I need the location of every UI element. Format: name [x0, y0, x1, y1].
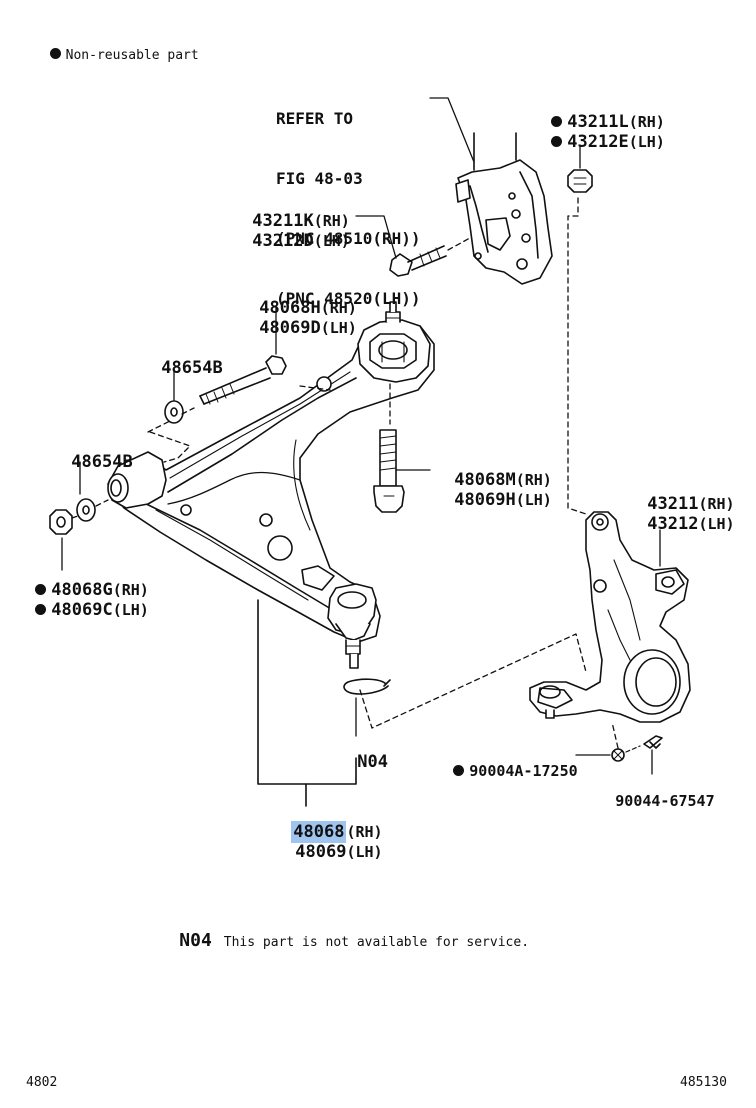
- label-48068M[interactable]: 48068M(RH): [454, 470, 552, 490]
- legend-non-reusable: Non-reusable part: [34, 35, 199, 62]
- lower-arm-drawing: [111, 321, 435, 643]
- non-reusable-dot-icon: [551, 136, 563, 147]
- non-reusable-dot-icon: [453, 765, 465, 776]
- nut-43211L-drawing: [567, 144, 593, 193]
- knuckle-drawing: [529, 511, 691, 723]
- bolt-48068H-drawing: [199, 305, 331, 405]
- label-48069[interactable]: 48069(LH): [295, 842, 383, 862]
- small-bolt-90004A-drawing: [575, 721, 641, 762]
- non-reusable-dot-icon: [35, 584, 47, 595]
- label-N04[interactable]: N04: [357, 752, 388, 772]
- label-48654B-left[interactable]: 48654B: [71, 452, 133, 472]
- bolt-43211K-drawing: [355, 215, 471, 277]
- refer-to-note: REFER TO FIG 48-03 (PNC 48510(RH)) (PNC …: [276, 69, 421, 329]
- label-48068H[interactable]: 48068H(RH): [259, 298, 357, 318]
- clip-90044-drawing: [643, 735, 663, 775]
- label-90044[interactable]: 90044-67547: [615, 792, 715, 810]
- rear-bushing-drawing: [357, 301, 431, 383]
- bolt-48068M-drawing: [373, 429, 431, 513]
- note-n04: N04 This part is not available for servic…: [160, 916, 529, 950]
- nut-48068G-drawing: [49, 509, 79, 571]
- washer-48654B-top-drawing: [147, 367, 195, 463]
- highlighted-part-number[interactable]: 48068: [291, 821, 347, 843]
- label-90004A[interactable]: 90004A-17250: [434, 747, 578, 779]
- front-bushing-drawing: [107, 451, 167, 509]
- refer-line4: (PNC 48520(LH)): [276, 289, 421, 308]
- label-43212[interactable]: 43212(LH): [647, 514, 735, 534]
- note-text: This part is not available for service.: [223, 935, 530, 950]
- note-code: N04: [179, 930, 212, 951]
- label-48069C[interactable]: 48069C(LH): [16, 586, 149, 619]
- washer-48654B-left-drawing: [76, 461, 109, 522]
- label-48069H[interactable]: 48069H(LH): [454, 490, 552, 510]
- label-43212D[interactable]: 43212D(LH): [252, 231, 350, 251]
- label-48654B-top[interactable]: 48654B: [161, 358, 223, 378]
- refer-line2: FIG 48-03: [276, 169, 363, 188]
- label-43211L[interactable]: 43211L(RH): [532, 98, 665, 131]
- non-reusable-dot-icon: [35, 604, 47, 615]
- bracket-drawing: [455, 132, 553, 285]
- footer-right-code: 485130: [680, 1075, 727, 1090]
- ball-joint-drawing: [327, 583, 377, 669]
- label-43211K[interactable]: 43211K(RH): [252, 211, 350, 231]
- callout-bracket: [257, 599, 357, 785]
- label-48068G[interactable]: 48068G(RH): [16, 566, 149, 599]
- label-43212E[interactable]: 43212E(LH): [532, 118, 665, 151]
- non-reusable-dot-icon: [49, 48, 61, 59]
- label-43211[interactable]: 43211(RH): [647, 494, 735, 514]
- snap-ring-drawing: [343, 678, 391, 737]
- label-48068[interactable]: 48068(RH): [291, 821, 383, 843]
- footer-left-code: 4802: [26, 1075, 58, 1090]
- refer-line1: REFER TO: [276, 109, 354, 128]
- refer-line3: (PNC 48510(RH)): [276, 229, 421, 248]
- label-48069D[interactable]: 48069D(LH): [259, 318, 357, 338]
- non-reusable-dot-icon: [551, 116, 563, 127]
